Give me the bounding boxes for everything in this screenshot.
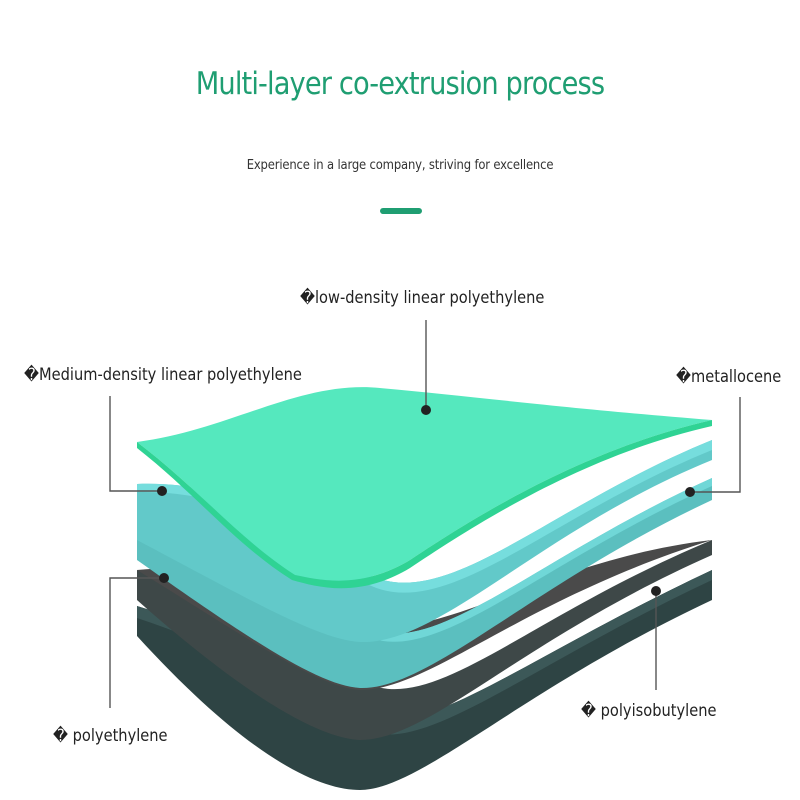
page-title: Multi-layer co-extrusion process — [195, 66, 605, 102]
label-polyisobutylene: � polyisobutylene — [581, 701, 717, 721]
page-subtitle: Experience in a large company, striving … — [246, 157, 554, 173]
callout-line-polyethylene — [109, 577, 163, 708]
layer-mid-upper — [137, 440, 712, 643]
callout-dot-metallocene — [685, 487, 695, 497]
layer-top — [137, 387, 712, 581]
layer-top-edge — [137, 420, 712, 589]
callout-dot-medium-density — [157, 486, 167, 496]
callout-line-metallocene — [690, 397, 741, 493]
layer-mid-lower — [137, 478, 712, 689]
label-polyethylene: � polyethylene — [53, 726, 168, 746]
callout-line-medium-density — [109, 396, 160, 492]
layer-bottom — [137, 570, 712, 790]
layer-dark — [137, 540, 712, 740]
callout-dot-low-density — [421, 405, 431, 415]
callout-dot-polyethylene — [159, 573, 169, 583]
title-divider — [380, 208, 422, 214]
label-metallocene: �metallocene — [676, 367, 782, 387]
label-medium-density: �Medium-density linear polyethylene — [24, 365, 302, 385]
callout-dot-polyisobutylene — [651, 586, 661, 596]
label-low-density: �low-density linear polyethylene — [300, 288, 545, 308]
